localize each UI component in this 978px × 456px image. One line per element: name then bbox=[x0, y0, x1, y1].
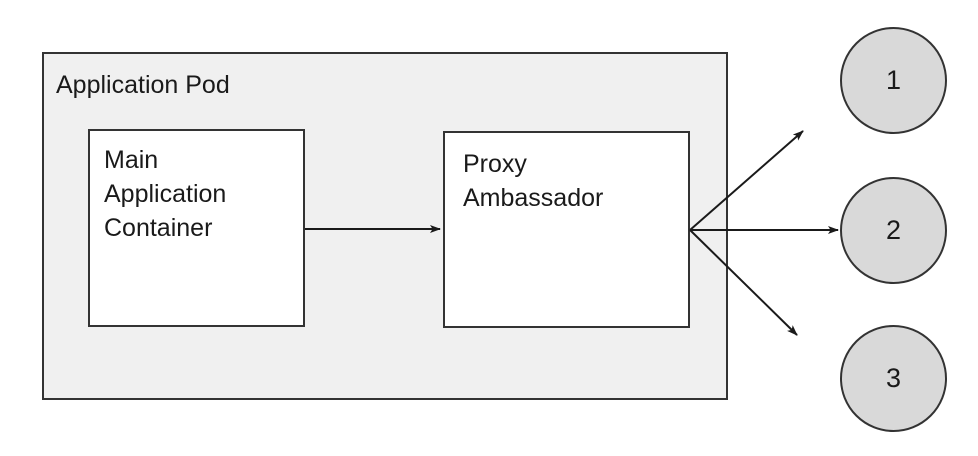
external-node-2: 2 bbox=[840, 177, 947, 284]
external-node-3: 3 bbox=[840, 325, 947, 432]
main-application-container-box: Main Application Container bbox=[88, 129, 305, 327]
connector-proxy-to-node-3 bbox=[689, 229, 798, 336]
external-node-1: 1 bbox=[840, 27, 947, 134]
proxy-ambassador-container-box: Proxy Ambassador bbox=[443, 131, 690, 328]
external-node-3-label: 3 bbox=[885, 363, 902, 393]
external-node-2-label: 2 bbox=[885, 215, 902, 245]
application-pod-label: Application Pod bbox=[56, 71, 230, 99]
main-application-container-label: Main Application Container bbox=[104, 146, 227, 242]
connector-proxy-to-node-1 bbox=[689, 130, 804, 231]
proxy-ambassador-container-label: Proxy Ambassador bbox=[463, 150, 604, 212]
external-node-1-label: 1 bbox=[885, 65, 902, 95]
